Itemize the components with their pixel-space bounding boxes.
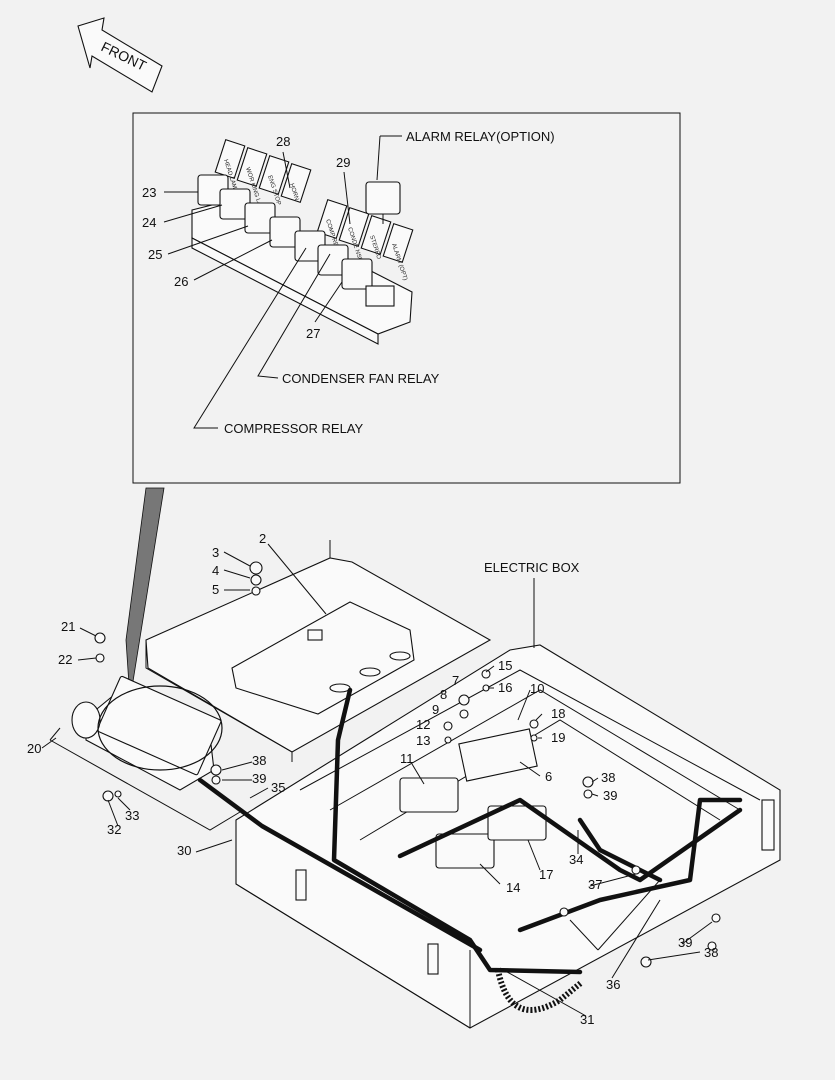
callout-34: 34 bbox=[569, 852, 583, 867]
callout-10: 10 bbox=[530, 681, 544, 696]
relay-block-detail: HEAD LAMP WOR KING LAMP ENG STOP HORN CO… bbox=[191, 139, 414, 345]
mounting-plate bbox=[145, 540, 492, 762]
callout-6: 6 bbox=[545, 769, 552, 784]
callout-28: 28 bbox=[276, 134, 290, 149]
module-17 bbox=[487, 805, 547, 841]
callout-11: 11 bbox=[400, 751, 414, 766]
callout-26: 26 bbox=[174, 274, 188, 289]
callout-32: 32 bbox=[107, 822, 121, 837]
callout-23: 23 bbox=[142, 185, 156, 200]
callout-19: 19 bbox=[551, 730, 565, 745]
callout-30: 30 bbox=[177, 843, 191, 858]
callout-16: 16 bbox=[498, 680, 512, 695]
callout-38-bottom: 38 bbox=[704, 945, 718, 960]
callout-38-right: 38 bbox=[601, 770, 615, 785]
callout-39-bottom: 39 bbox=[678, 935, 692, 950]
callout-5: 5 bbox=[212, 582, 219, 597]
alarm-relay-label: ALARM RELAY(OPTION) bbox=[406, 129, 555, 144]
condenser-fan-relay-label: CONDENSER FAN RELAY bbox=[282, 371, 440, 386]
callout-33: 33 bbox=[125, 808, 139, 823]
callout-38-left: 38 bbox=[252, 753, 266, 768]
main-leaders bbox=[41, 543, 713, 1017]
callout-7: 7 bbox=[452, 673, 459, 688]
relay-tag-horn: HORN bbox=[288, 183, 299, 202]
callout-20: 20 bbox=[27, 741, 41, 756]
callout-4: 4 bbox=[212, 563, 219, 578]
callout-25: 25 bbox=[148, 247, 162, 262]
callout-36: 36 bbox=[606, 977, 620, 992]
callout-14: 14 bbox=[506, 880, 520, 895]
detail-frame bbox=[132, 112, 681, 484]
callout-18: 18 bbox=[551, 706, 565, 721]
compressor-relay-label: COMPRESSOR RELAY bbox=[224, 421, 364, 436]
callout-3: 3 bbox=[212, 545, 219, 560]
callout-12: 12 bbox=[416, 717, 430, 732]
callout-21: 21 bbox=[61, 619, 75, 634]
callout-27: 27 bbox=[306, 326, 320, 341]
callout-13: 13 bbox=[416, 733, 430, 748]
front-arrow: FRONT bbox=[77, 17, 163, 93]
callout-24: 24 bbox=[142, 215, 156, 230]
controller-6 bbox=[458, 728, 538, 782]
callout-2: 2 bbox=[259, 531, 266, 546]
callout-17: 17 bbox=[539, 867, 553, 882]
relay-cubes bbox=[197, 174, 395, 307]
callout-15: 15 bbox=[498, 658, 512, 673]
callout-22: 22 bbox=[58, 652, 72, 667]
relay-block bbox=[49, 675, 241, 831]
callout-9: 9 bbox=[432, 702, 439, 717]
module-11 bbox=[399, 777, 459, 813]
detail-circle bbox=[97, 685, 223, 771]
module-14 bbox=[435, 833, 495, 869]
alarm-relay bbox=[365, 181, 401, 215]
callout-37: 37 bbox=[588, 877, 602, 892]
callout-39-right: 39 bbox=[603, 788, 617, 803]
electric-box-label: ELECTRIC BOX bbox=[484, 560, 580, 575]
callout-29: 29 bbox=[336, 155, 350, 170]
callout-35: 35 bbox=[271, 780, 285, 795]
callout-31: 31 bbox=[580, 1012, 594, 1027]
callout-39-left: 39 bbox=[252, 771, 266, 786]
detail-leaders bbox=[163, 135, 402, 429]
callout-8: 8 bbox=[440, 687, 447, 702]
